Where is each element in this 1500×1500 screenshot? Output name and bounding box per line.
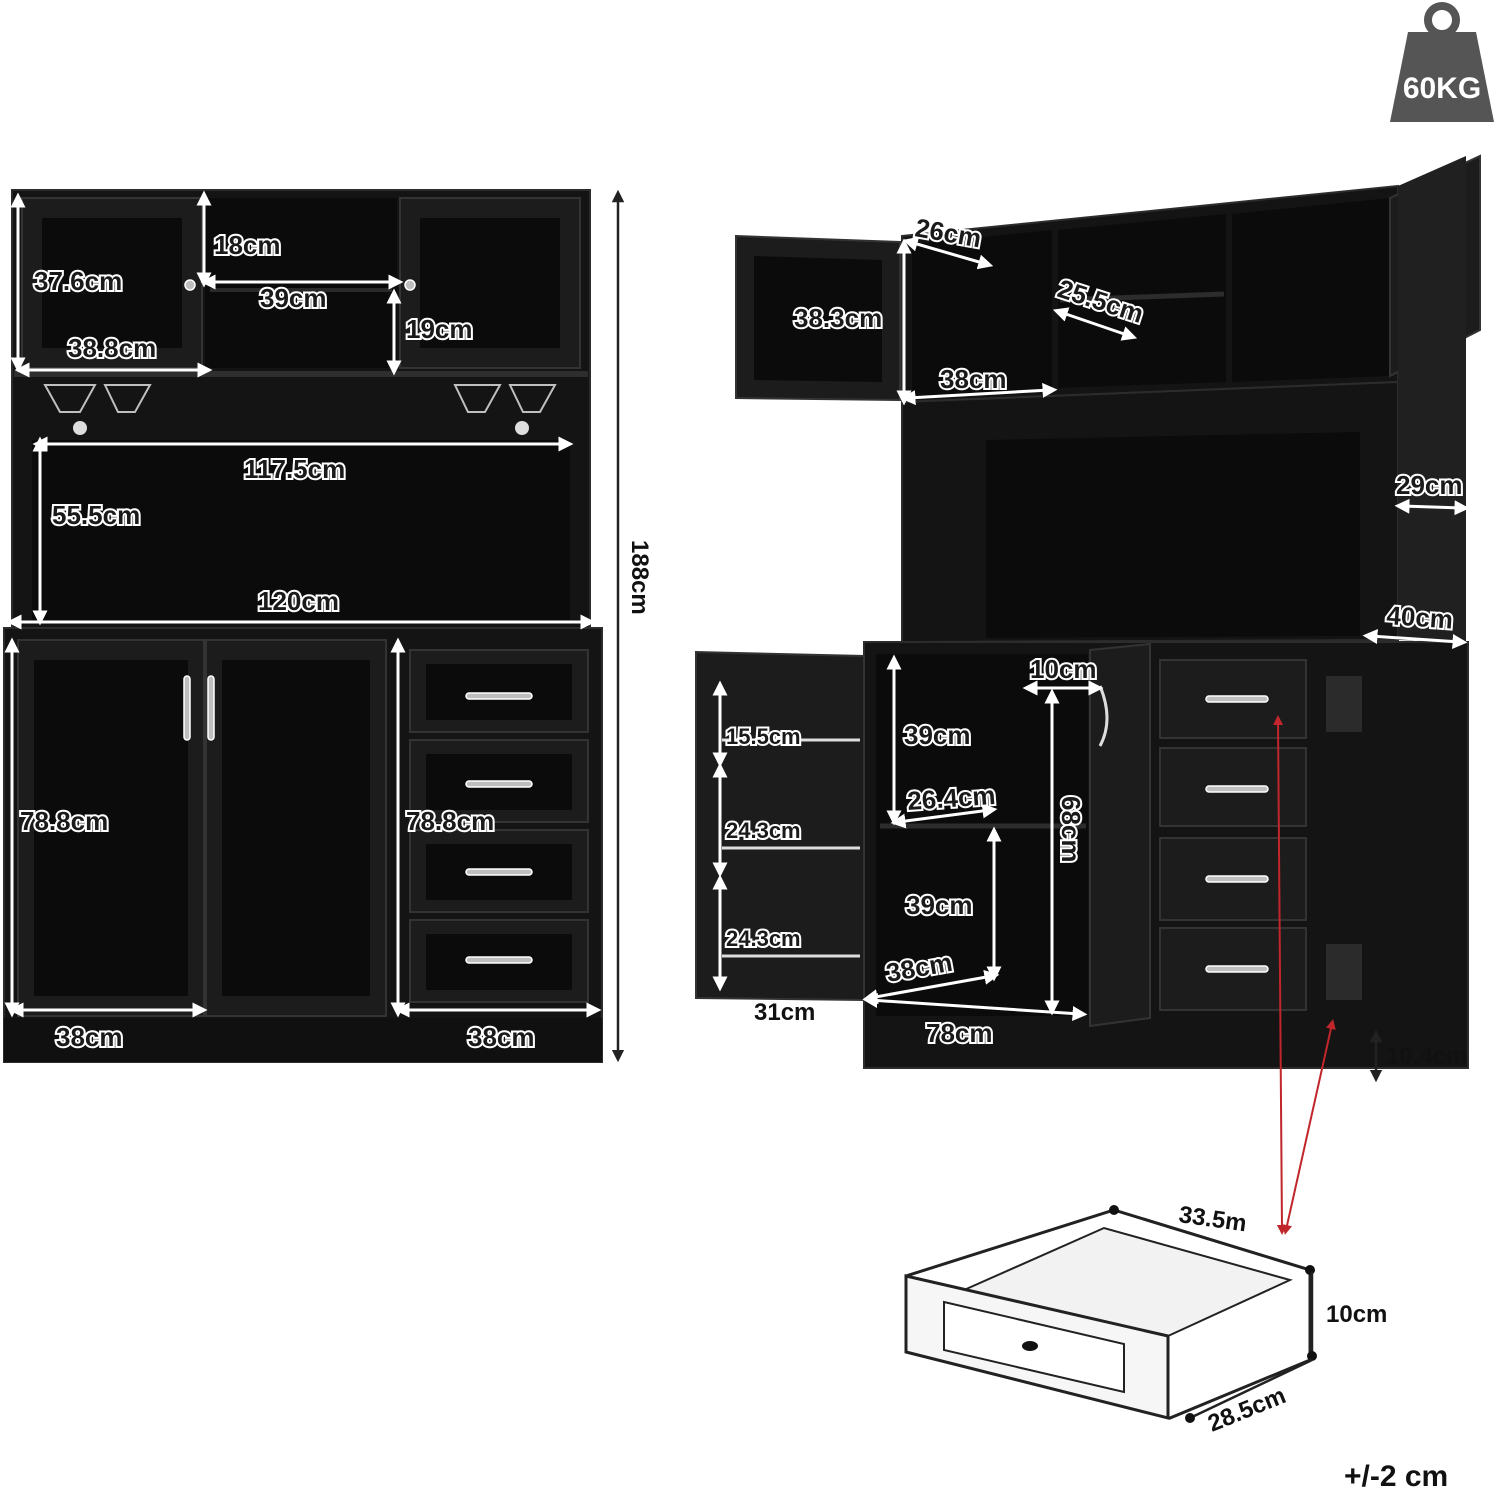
front-left-cabinet-width-label: 38cm	[56, 1022, 123, 1052]
front-dimension-lines	[4, 189, 625, 1063]
side-hutch-depth-label: 29cm	[1396, 470, 1463, 500]
side-shelf-bottom-height-label: 39cm	[906, 890, 973, 920]
side-door-rack-mid-label: 24.3cm	[726, 818, 801, 843]
front-left-door-height-label: 78.8cm	[20, 806, 108, 836]
front-drawer-stack-height-label: 78.8cm	[406, 806, 494, 836]
side-base-right-door-open	[1089, 642, 1151, 1028]
side-cabinet-height-label: 68cm	[1056, 796, 1086, 863]
side-shelf-depth-label: 26.4cm	[906, 780, 996, 816]
drawer-pointer-arrows	[1273, 715, 1336, 1235]
side-gap-label: 10cm	[1030, 654, 1097, 684]
front-top-shelf-height-label: 18cm	[214, 230, 281, 260]
side-door-width-label: 31cm	[754, 999, 815, 1026]
front-total-width-label: 120cm	[258, 586, 339, 616]
front-glass-rack	[43, 384, 557, 413]
front-lower-shelf-height-label: 19cm	[406, 314, 473, 344]
side-upper-door-height-label: 38.3cm	[794, 303, 882, 333]
front-door-handle-left	[183, 675, 191, 741]
side-door-rack-bottom-label: 24.3cm	[726, 926, 801, 951]
front-hutch-inner-width-label: 117.5cm	[244, 454, 345, 484]
tolerance-note: +/-2 cm	[1344, 1460, 1448, 1493]
front-top-shelf-width-label: 39cm	[260, 283, 327, 313]
front-hutch-height-label: 55.5cm	[52, 500, 140, 530]
front-total-height-label: 188cm	[626, 540, 653, 615]
front-view-cabinet	[3, 189, 603, 1063]
front-upper-door-width-label: 38.8cm	[68, 333, 156, 363]
front-drawer-width-label: 38cm	[468, 1022, 535, 1052]
side-base-depth-label: 40cm	[1386, 600, 1454, 635]
drawer-knob	[1022, 1341, 1038, 1351]
side-door-rack-top-label: 15.5cm	[726, 724, 801, 749]
side-dimension-lines	[712, 236, 1470, 1083]
side-base-width-label: 78cm	[926, 1018, 993, 1048]
front-door-handle-right	[207, 675, 215, 741]
side-upper-compartment-width-label: 38cm	[940, 364, 1007, 394]
front-drawer-stack	[409, 649, 589, 1003]
weight-label: 60KG	[1403, 72, 1481, 105]
drawer-height-label: 10cm	[1326, 1301, 1387, 1328]
weight-icon	[1390, 2, 1494, 122]
side-shelf-top-height-label: 39cm	[904, 720, 971, 750]
weight-badge: 60KG	[1390, 2, 1494, 122]
front-upper-door-height-label: 37.6cm	[34, 266, 122, 296]
drawer-dimension-lines	[1109, 1205, 1317, 1423]
drawer-detail	[904, 1205, 1317, 1423]
side-leg-height-label: 10.4cm	[1386, 1043, 1467, 1070]
